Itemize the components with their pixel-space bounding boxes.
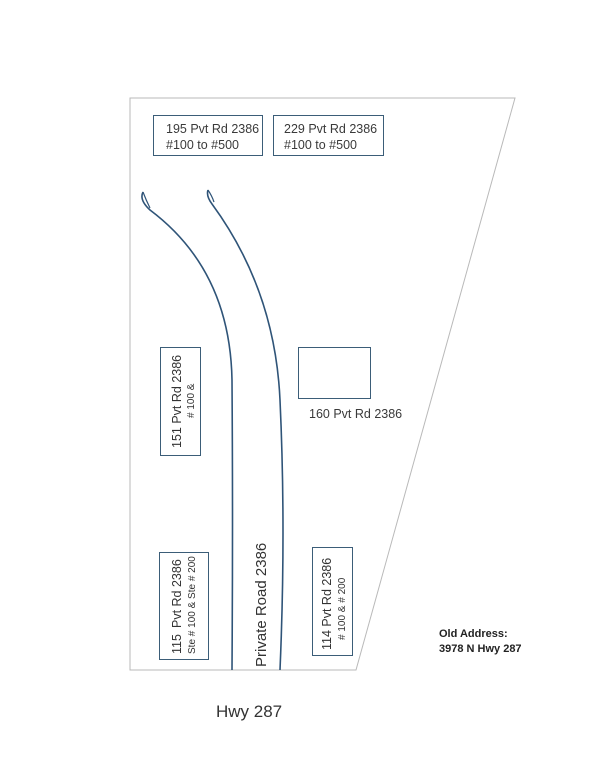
old-address-value: 3978 N Hwy 287 (439, 643, 522, 655)
building-151-line2: # 100 & (186, 383, 197, 418)
building-151: 151 Pvt Rd 2386 # 100 & (160, 347, 201, 456)
building-115-number: 115 (170, 634, 184, 654)
building-229: 229 Pvt Rd 2386 #100 to #500 (273, 115, 384, 156)
road-name-label: Private Road 2386 (253, 542, 270, 667)
building-115: 115 Pvt Rd 2386 Ste # 100 & Ste # 200 (159, 552, 209, 660)
building-195-line1: 195 Pvt Rd 2386 (166, 122, 260, 136)
building-195: 195 Pvt Rd 2386 #100 to #500 (153, 115, 263, 156)
property-boundary (129, 97, 516, 671)
road-right-edge-tip (207, 189, 215, 203)
road-right-edge (206, 189, 284, 671)
building-160-label: 160 Pvt Rd 2386 (309, 407, 403, 421)
building-229-line1: 229 Pvt Rd 2386 (284, 122, 378, 136)
highway-label: Hwy 287 (216, 702, 283, 721)
building-151-line1: 151 Pvt Rd 2386 (170, 354, 184, 448)
building-160 (298, 347, 371, 399)
building-195-line2: #100 to #500 (166, 138, 239, 152)
building-114: 114 Pvt Rd 2386 # 100 & # 200 (312, 547, 353, 656)
building-115-line1: Pvt Rd 2386 (170, 559, 184, 628)
road-left-edge (141, 191, 234, 671)
building-229-line2: #100 to #500 (284, 138, 357, 152)
road-left-edge-tip (142, 191, 151, 209)
old-address-title: Old Address: (439, 628, 508, 640)
building-115-line2: Ste # 100 & Ste # 200 (187, 556, 198, 654)
building-114-line1: 114 Pvt Rd 2386 (320, 557, 334, 650)
building-114-line2: # 100 & # 200 (337, 577, 348, 640)
